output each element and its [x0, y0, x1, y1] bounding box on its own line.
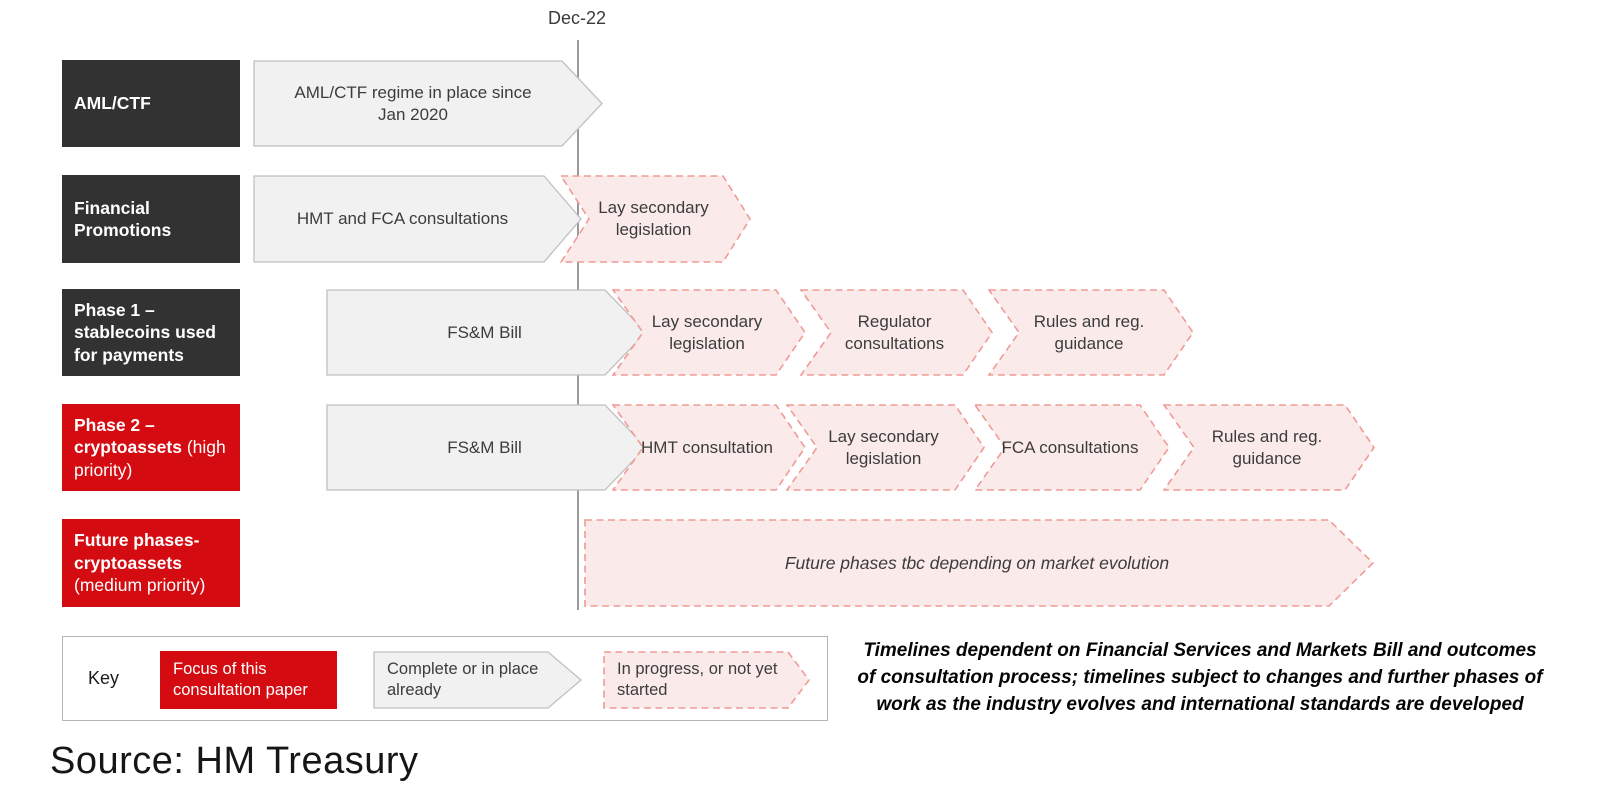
- row-label-regular: (medium priority): [74, 575, 206, 596]
- key-title: Key: [88, 668, 120, 688]
- row-label-bold: Phase 2 – cryptoassets: [74, 414, 182, 458]
- key-complete-swatch: Complete or in place already: [373, 651, 582, 709]
- aml-regime-arrow-label: AML/CTF regime in place since Jan 2020: [294, 82, 532, 124]
- row-label-phase-2: Phase 2 – cryptoassets (high priority): [62, 404, 240, 491]
- row-label-financial-promotions: Financial Promotions: [62, 175, 240, 263]
- future-phases-arrow: Future phases tbc depending on market ev…: [584, 519, 1374, 607]
- p1-lay-secondary-legislation-label: Lay secondary legislation: [651, 311, 763, 353]
- p1-fsm-bill-arrow: FS&M Bill: [326, 289, 647, 376]
- key-focus-swatch: Focus of this consultation paper: [160, 651, 337, 709]
- row-label-future-phases: Future phases- cryptoassets (medium prio…: [62, 519, 240, 607]
- p1-rules-reg-guidance-label: Rules and reg. guidance: [1033, 311, 1145, 353]
- date-marker-label: Dec-22: [547, 8, 607, 28]
- row-label-regular: (high priority): [74, 437, 226, 480]
- p2-hmt-consultation-arrow: HMT consultation: [612, 404, 806, 491]
- p1-lay-secondary-legislation-arrow: Lay secondary legislation: [612, 289, 806, 376]
- p2-fca-consultations-label: FCA consultations: [1001, 437, 1139, 457]
- row-label-bold: Future phases- cryptoassets: [74, 530, 200, 573]
- p2-hmt-consultation-label: HMT consultation: [641, 437, 773, 457]
- hmt-fca-consultations-arrow: HMT and FCA consultations: [253, 175, 582, 263]
- p2-rules-reg-guidance-label: Rules and reg. guidance: [1211, 426, 1323, 468]
- row-label-bold: Phase 1 – stablecoins used for payments: [74, 299, 216, 365]
- source-caption: Source: HM Treasury: [50, 740, 419, 782]
- key-in-progress-label: In progress, or not yet started: [617, 659, 778, 699]
- row-label-bold: AML/CTF: [74, 93, 151, 114]
- p2-lay-secondary-legislation-arrow: Lay secondary legislation: [786, 404, 985, 491]
- row-label-phase-1: Phase 1 – stablecoins used for payments: [62, 289, 240, 376]
- p2-fca-consultations-arrow: FCA consultations: [974, 404, 1170, 491]
- timelines-footnote: Timelines dependent on Financial Service…: [857, 640, 1543, 715]
- p1-rules-reg-guidance-arrow: Rules and reg. guidance: [988, 289, 1194, 376]
- p1-fsm-bill-label: FS&M Bill: [447, 322, 522, 342]
- row-label-bold: Financial Promotions: [74, 197, 172, 240]
- p2-fsm-bill-arrow: FS&M Bill: [326, 404, 647, 491]
- p1-regulator-consultations-label: Regulator consultations: [844, 311, 945, 353]
- p1-regulator-consultations-arrow: Regulator consultations: [800, 289, 993, 376]
- p2-fsm-bill-label: FS&M Bill: [447, 437, 522, 457]
- key-in-progress-swatch: In progress, or not yet started: [603, 651, 810, 709]
- row-label-aml-ctf: AML/CTF: [62, 60, 240, 147]
- p2-rules-reg-guidance-arrow: Rules and reg. guidance: [1163, 404, 1375, 491]
- key-complete-label: Complete or in place already: [387, 659, 539, 699]
- aml-regime-arrow: AML/CTF regime in place since Jan 2020: [253, 60, 603, 147]
- hmt-fca-consultations-arrow-label: HMT and FCA consultations: [296, 209, 509, 229]
- fp-lay-secondary-legislation-arrow: Lay secondary legislation: [560, 175, 751, 263]
- future-phases-label: Future phases tbc depending on market ev…: [784, 552, 1170, 573]
- fp-lay-secondary-legislation-label: Lay secondary legislation: [598, 198, 709, 239]
- p2-lay-secondary-legislation-label: Lay secondary legislation: [828, 426, 939, 468]
- key-focus-label: Focus of this consultation paper: [173, 659, 308, 699]
